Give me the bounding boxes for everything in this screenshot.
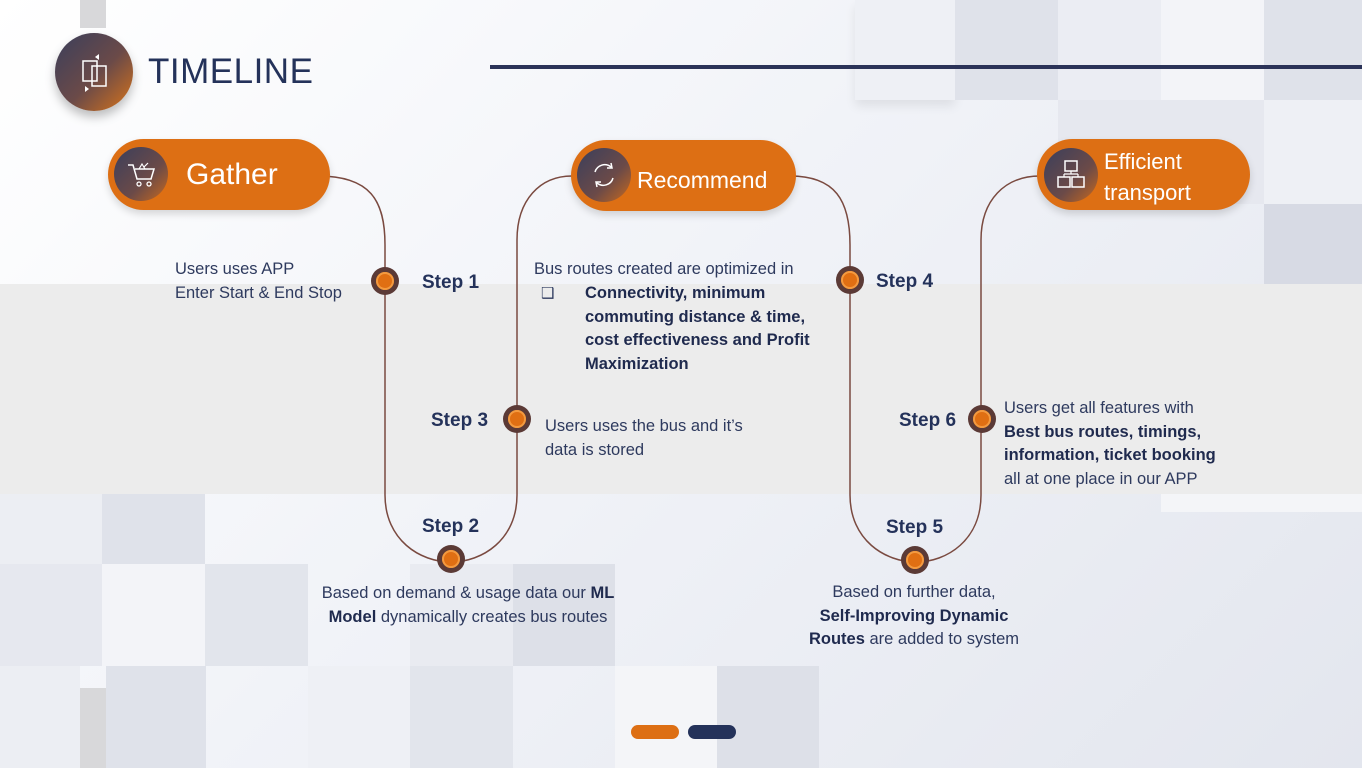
step-1-line-1: Users uses APP bbox=[175, 260, 295, 278]
step-4-bullet-icon: ❑ bbox=[541, 285, 555, 302]
phase-efficient-label-2: transport bbox=[1104, 180, 1191, 205]
title-divider bbox=[490, 65, 1362, 69]
step-1-node bbox=[371, 267, 399, 295]
bg-tile bbox=[0, 666, 80, 768]
step-6-bold: Best bus routes, timings, information, t… bbox=[1004, 422, 1216, 465]
phase-gather: Gather bbox=[108, 139, 330, 210]
bg-tile bbox=[1058, 0, 1161, 100]
phase-efficient-transport: Efficient transport bbox=[1037, 139, 1250, 210]
step-3-line-2: data is stored bbox=[545, 440, 645, 459]
step-2-bold: ML Model bbox=[328, 584, 615, 626]
title-icon-circle bbox=[55, 33, 133, 111]
step-4-intro: Bus routes created are optimized in bbox=[534, 260, 794, 278]
step-2-text-end: dynamically creates bus routes bbox=[376, 607, 608, 626]
bg-tile bbox=[855, 0, 955, 100]
content-band bbox=[0, 284, 1362, 494]
step-2-node bbox=[437, 545, 465, 573]
step-5-node bbox=[901, 546, 929, 574]
bg-tile bbox=[102, 564, 205, 666]
step-5-line-1: Based on further data, bbox=[832, 583, 996, 601]
bg-tile bbox=[205, 564, 308, 666]
bg-tile bbox=[1264, 204, 1362, 284]
phase-recommend: Recommend bbox=[571, 140, 796, 211]
step-5-description: Based on further data, Self-Improving Dy… bbox=[794, 581, 1034, 652]
step-2-text: Based on demand & usage data our bbox=[321, 584, 586, 602]
bg-tile bbox=[102, 494, 205, 564]
step-6-description: Users get all features with Best bus rou… bbox=[1004, 397, 1239, 491]
step-4-bold: Connectivity, minimum commuting distance… bbox=[585, 284, 810, 373]
step-1-description: Users uses APP Enter Start & End Stop bbox=[175, 258, 375, 305]
step-6-line-3: all at one place in our APP bbox=[1004, 469, 1198, 488]
step-3-description: Users uses the bus and it’s data is stor… bbox=[545, 415, 785, 462]
bg-tile bbox=[308, 666, 410, 768]
phase-efficient-label-1: Efficient bbox=[1104, 149, 1182, 174]
slide-indicator-navy[interactable] bbox=[688, 725, 736, 739]
bg-tile bbox=[410, 666, 513, 768]
step-1-label: Step 1 bbox=[422, 272, 480, 293]
bg-tile bbox=[717, 666, 819, 768]
step-5-label: Step 5 bbox=[886, 517, 944, 538]
refresh-cycle-icon bbox=[577, 148, 631, 202]
bg-tile bbox=[513, 564, 615, 666]
bg-tile bbox=[0, 494, 102, 564]
swap-documents-icon bbox=[82, 54, 107, 92]
bg-tile bbox=[1161, 494, 1362, 512]
step-5-bold: Self-Improving Dynamic Routes bbox=[808, 606, 1009, 649]
step-4-bullet-text: Connectivity, minimum commuting distance… bbox=[585, 282, 830, 376]
bg-tile bbox=[615, 666, 717, 768]
step-3-node bbox=[503, 405, 531, 433]
step-6-line-1: Users get all features with bbox=[1004, 399, 1194, 417]
phase-recommend-label: Recommend bbox=[637, 167, 768, 193]
bg-tile bbox=[1161, 0, 1264, 100]
bg-tile bbox=[0, 564, 102, 666]
step-6-label: Step 6 bbox=[899, 410, 957, 431]
shopping-cart-icon bbox=[114, 147, 168, 201]
step-1-line-2: Enter Start & End Stop bbox=[175, 283, 342, 302]
phase-gather-label: Gather bbox=[186, 158, 278, 191]
page-title: TIMELINE bbox=[148, 52, 314, 91]
bg-tile bbox=[80, 688, 106, 768]
bg-tile bbox=[80, 0, 106, 28]
slide-indicator-orange[interactable] bbox=[631, 725, 679, 739]
step-2-label: Step 2 bbox=[422, 516, 480, 537]
step-4-label: Step 4 bbox=[876, 271, 934, 292]
step-3-label: Step 3 bbox=[431, 410, 489, 431]
bg-tile bbox=[106, 666, 206, 768]
hierarchy-boxes-icon bbox=[1044, 148, 1098, 202]
step-4-node bbox=[836, 266, 864, 294]
bg-tile bbox=[1264, 0, 1362, 100]
bg-tile bbox=[410, 564, 513, 666]
bg-tile bbox=[955, 0, 1058, 100]
step-6-node bbox=[968, 405, 996, 433]
step-3-line-1: Users uses the bus and it’s bbox=[545, 417, 743, 435]
bg-tile bbox=[1264, 100, 1362, 204]
step-5-text-end: are added to system bbox=[864, 630, 1019, 648]
step-2-description: Based on demand & usage data our ML Mode… bbox=[320, 582, 616, 629]
